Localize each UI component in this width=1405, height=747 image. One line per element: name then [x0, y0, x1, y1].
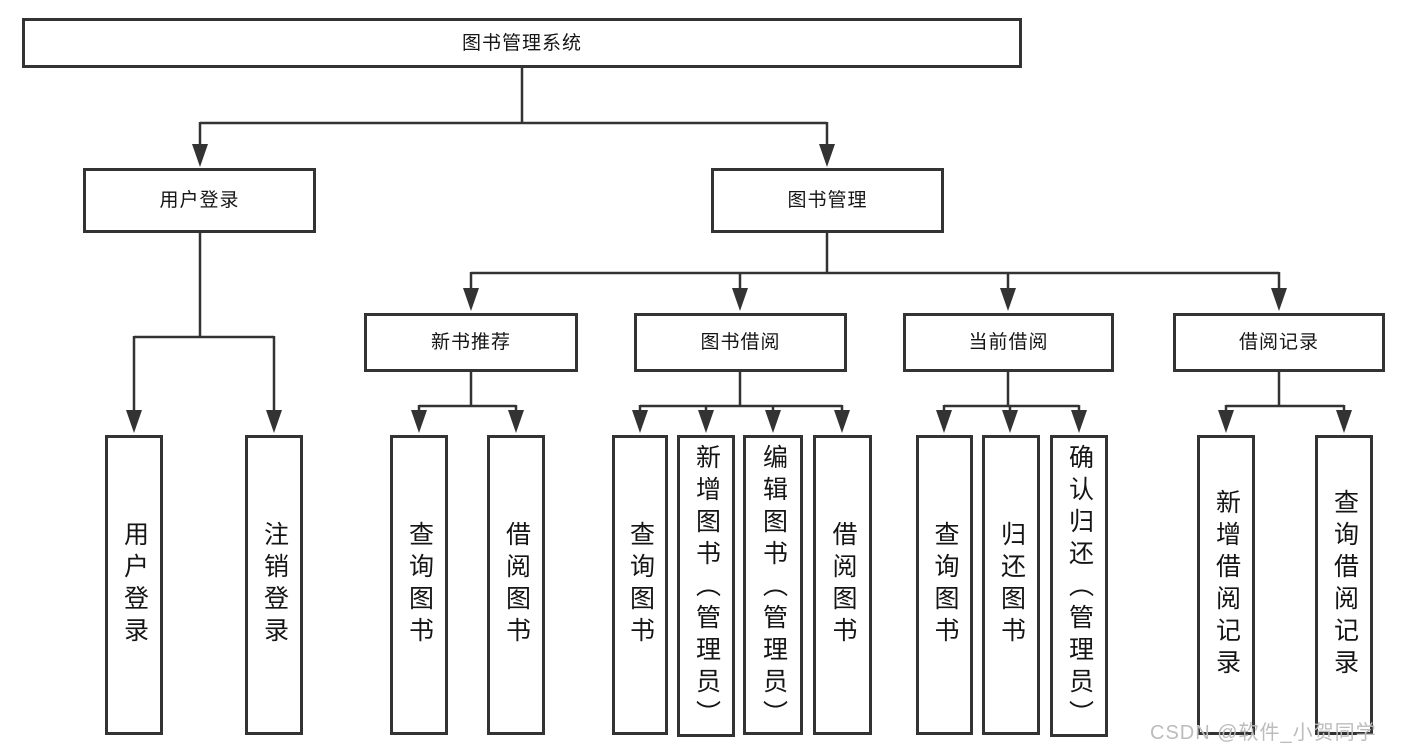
leaf-add-book-admin: 新增图书（管理员） — [677, 435, 735, 737]
node-book-borrowing: 图书借阅 — [634, 313, 847, 372]
arrowheads — [126, 144, 1352, 433]
leaf-borrow-books-borrowing: 借阅图书 — [813, 435, 872, 735]
node-new-book-recommend: 新书推荐 — [364, 313, 578, 372]
leaf-query-borrow-record: 查询借阅记录 — [1315, 435, 1373, 735]
leaf-edit-book-admin: 编辑图书（管理员） — [743, 435, 803, 735]
node-current-borrowing: 当前借阅 — [903, 313, 1114, 372]
leaf-logout: 注销登录 — [245, 435, 303, 735]
leaf-query-books-current: 查询图书 — [916, 435, 973, 735]
node-book-management: 图书管理 — [711, 168, 944, 233]
csdn-watermark: CSDN @软件_小贺同学 — [1150, 722, 1377, 744]
leaf-return-books: 归还图书 — [982, 435, 1040, 735]
leaf-query-books-borrowing: 查询图书 — [612, 435, 668, 735]
leaf-confirm-return-admin: 确认归还（管理员） — [1050, 435, 1108, 737]
connector-paths — [132, 68, 1346, 413]
leaf-borrow-books-recommend: 借阅图书 — [487, 435, 545, 735]
leaf-add-borrow-record: 新增借阅记录 — [1197, 435, 1255, 735]
node-user-login: 用户登录 — [83, 168, 316, 233]
leaf-user-login: 用户登录 — [105, 435, 163, 735]
node-borrowing-records: 借阅记录 — [1173, 313, 1385, 372]
node-root: 图书管理系统 — [22, 18, 1022, 68]
leaf-query-books-recommend: 查询图书 — [390, 435, 448, 735]
